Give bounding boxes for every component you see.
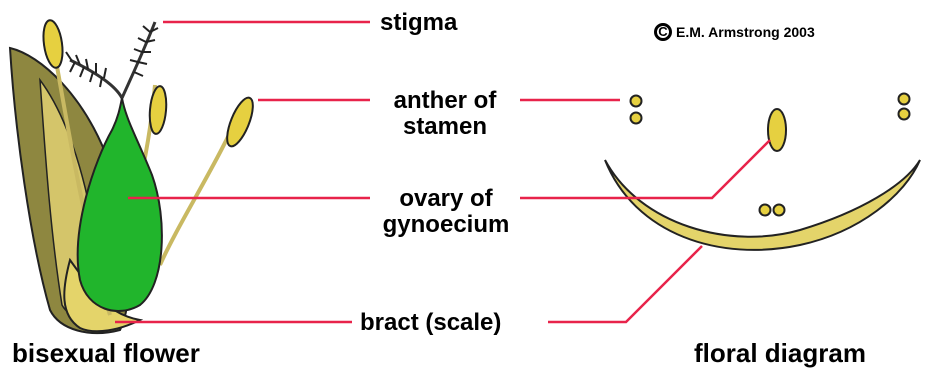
copyright-icon: C — [654, 23, 672, 41]
stigma-label: stigma — [380, 10, 457, 36]
ovary-label: ovary of gynoecium — [366, 186, 526, 238]
anther-shape — [41, 19, 66, 69]
anther-shape — [222, 95, 258, 150]
copyright-notice: C E.M. Armstrong 2003 — [654, 23, 815, 41]
anther-shape — [148, 85, 168, 134]
ovary-leader-right — [520, 140, 770, 198]
copyright-text: E.M. Armstrong 2003 — [676, 24, 815, 40]
bract-leader-right — [548, 246, 702, 322]
floral-anther — [768, 109, 786, 151]
bract-label: bract (scale) — [360, 310, 501, 336]
leader-lines — [115, 22, 770, 322]
bisexual-flower-illustration — [10, 19, 258, 333]
anther-label: anther of stamen — [372, 88, 518, 140]
floral-diagram-caption: floral diagram — [694, 338, 866, 369]
floral-diagram-illustration — [605, 94, 920, 250]
bisexual-flower-caption: bisexual flower — [12, 338, 200, 369]
